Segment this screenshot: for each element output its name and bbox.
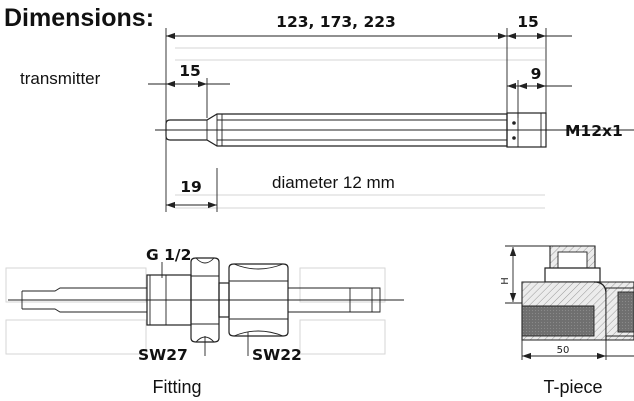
dimension-thread-text: 9: [531, 65, 542, 83]
probe-body: [165, 112, 547, 148]
dimension-length-text: 123, 173, 223: [276, 13, 396, 31]
thread-label: M12x1: [565, 122, 623, 140]
background-ghost-lines: [175, 47, 545, 209]
page-heading: Dimensions:: [4, 4, 154, 32]
tpiece-body-section: [521, 281, 634, 341]
fitting-nut-sw22: [228, 263, 289, 337]
tpiece-top-boss: [544, 245, 601, 283]
fitting-sw27-label: SW27: [138, 346, 188, 364]
tpiece-caption: T-piece: [543, 377, 602, 397]
fitting-sw22-label: SW22: [252, 346, 302, 364]
fitting-ghost-lines: [5, 267, 386, 355]
dimension-taper-text: 19: [180, 178, 202, 196]
transmitter-label: transmitter: [20, 69, 101, 88]
fitting-drawing: G 1/2 SW27 SW22 Fitting: [5, 246, 404, 397]
dimension-end-width-text: 15: [517, 13, 539, 31]
transmitter-drawing: transmitter 123, 173, 223 15 15 9: [20, 13, 634, 212]
fitting-nut-sw27: [190, 257, 220, 343]
fitting-probe-shaft: [21, 287, 381, 313]
fitting-caption: Fitting: [152, 377, 201, 397]
diameter-note: diameter 12 mm: [272, 173, 395, 192]
fitting-thread-label: G 1/2: [146, 246, 191, 264]
tpiece-width-label: 50: [557, 345, 570, 356]
dimension-tip-text: 15: [179, 62, 201, 80]
tpiece-drawing: H 50 T-piece: [500, 245, 634, 397]
tpiece-height-label: H: [500, 277, 511, 285]
